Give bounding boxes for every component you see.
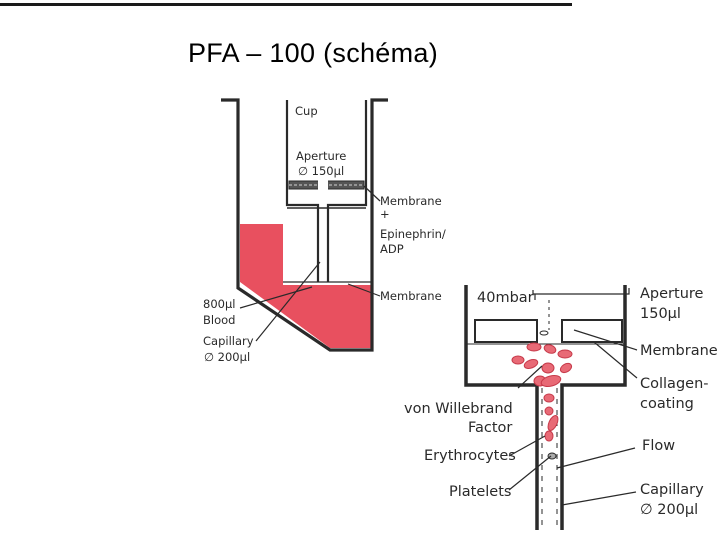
label-aperture: Aperture	[640, 286, 704, 302]
top-rule	[0, 3, 572, 6]
label-erythrocytes: Erythrocytes	[424, 448, 516, 464]
label-cup: Cup	[295, 104, 318, 118]
label-platelets: Platelets	[449, 484, 511, 500]
label-aperture-volume: ∅ 150µl	[298, 164, 344, 178]
label-membrane: Membrane	[640, 343, 718, 359]
label-capillary-diameter: ∅ 200µl	[204, 350, 250, 364]
erythrocyte-cells	[511, 342, 573, 442]
label-capillary: Capillary	[640, 482, 704, 498]
label-aperture: Aperture	[296, 149, 346, 163]
label-flow: Flow	[642, 438, 675, 454]
blood-fill	[240, 224, 372, 348]
inner-cup	[285, 100, 368, 282]
slide-title: PFA – 100 (schéma)	[188, 38, 439, 68]
label-pressure: 40mbar	[477, 290, 534, 306]
label-aperture-volume: 150µl	[640, 306, 681, 322]
outer-wall-left	[464, 285, 539, 530]
aperture-detail-diagram: 40mbar Aperture 150µl Membrane Collagen-…	[404, 285, 718, 530]
membrane-right	[561, 319, 623, 343]
label-adp: ADP	[380, 242, 404, 256]
label-capillary-diameter: ∅ 200µl	[640, 502, 698, 518]
label-collagen: Collagen-	[640, 376, 709, 392]
label-coating: coating	[640, 396, 694, 412]
outer-wall-right	[560, 285, 627, 530]
cartridge-diagram: Cup Aperture ∅ 150µl Membrane + Epinephr…	[203, 98, 446, 364]
label-epinephrin: Epinephrin/	[380, 227, 446, 241]
label-vwf: von Willebrand	[404, 401, 513, 417]
label-membrane-plus: +	[380, 207, 390, 221]
outer-vessel-wall	[221, 98, 388, 352]
label-blood: Blood	[203, 313, 235, 327]
label-membrane: Membrane	[380, 194, 442, 208]
label-capillary: Capillary	[203, 334, 254, 348]
label-factor: Factor	[468, 420, 512, 436]
membrane-left	[474, 319, 538, 343]
label-membrane-2: Membrane	[380, 289, 442, 303]
label-blood-volume: 800µl	[203, 297, 235, 311]
